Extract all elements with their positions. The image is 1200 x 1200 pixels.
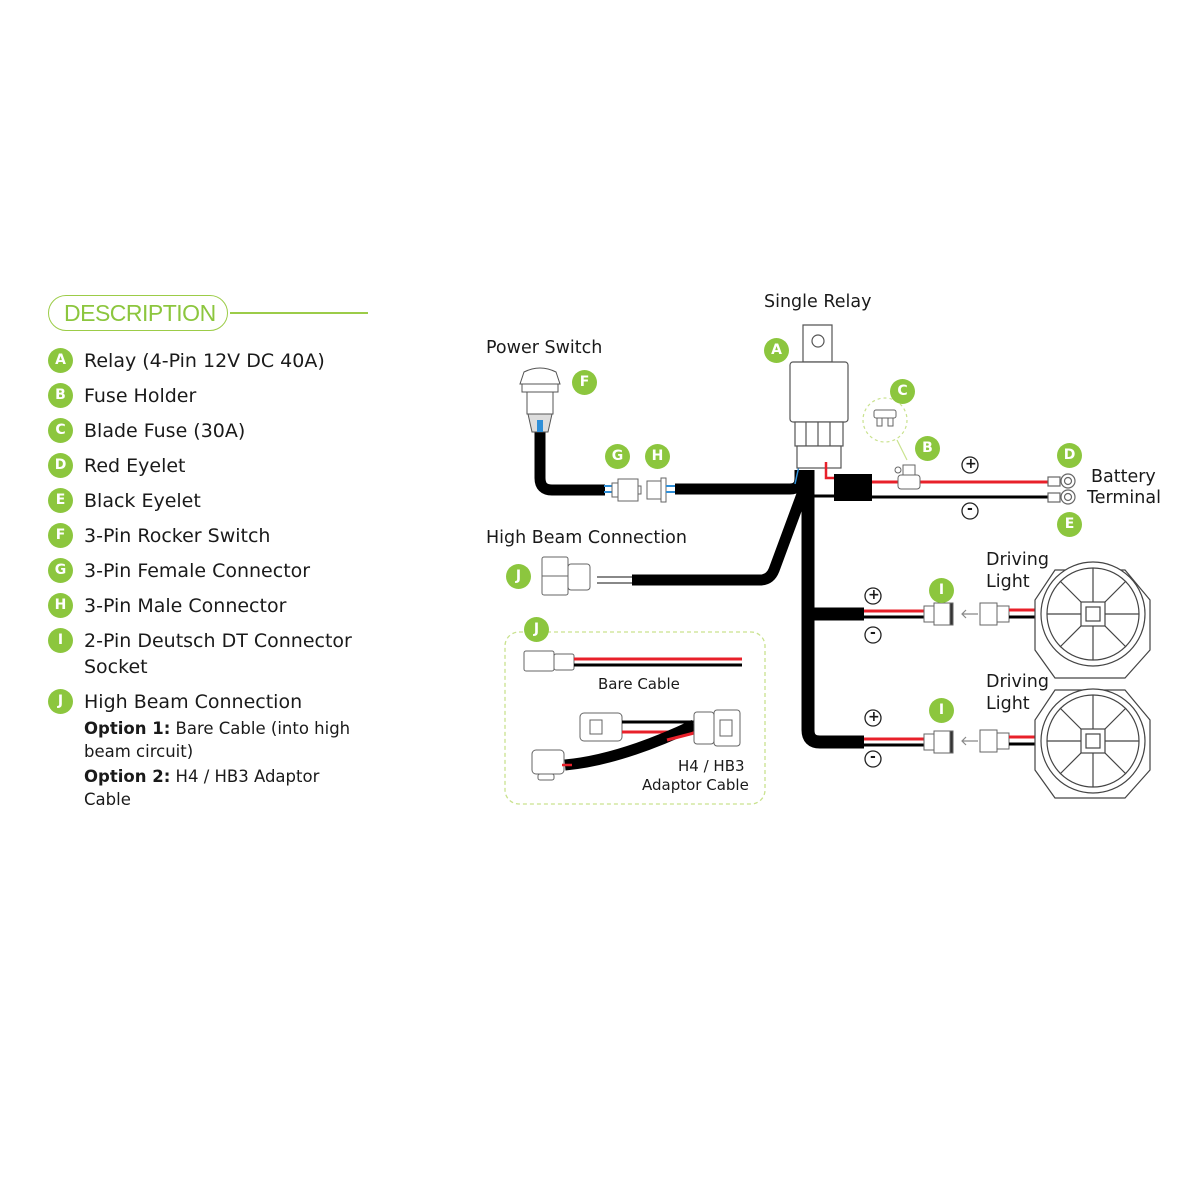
positive-symbol-light1 xyxy=(864,587,882,605)
driving-light-1-label-line2: Light xyxy=(986,572,1030,592)
badge-f: F xyxy=(48,523,73,548)
legend-label: 3-Pin Female Connector xyxy=(84,560,311,582)
legend-label: Blade Fuse (30A) xyxy=(84,420,246,442)
badge-a: A xyxy=(48,348,73,373)
legend-label-line2: Socket xyxy=(84,656,148,678)
bare-cable-label: Bare Cable xyxy=(598,675,680,693)
high-beam-connection-label: High Beam Connection xyxy=(486,528,687,548)
badge-h: H xyxy=(48,593,73,618)
diagram-badge-c: C xyxy=(890,379,915,404)
diagram-badge-i-1: I xyxy=(929,578,954,603)
adaptor-socket-icon xyxy=(579,712,623,742)
plus-text-battery: + xyxy=(965,456,977,472)
switch-cable xyxy=(534,430,605,496)
option-2-text: H4 / HB3 Adaptor xyxy=(170,767,320,786)
relay-icon xyxy=(789,324,849,469)
high-beam-branch-cable xyxy=(632,476,814,586)
legend-label: 2-Pin Deutsch DT Connector xyxy=(84,630,352,652)
adaptor-label-line1: H4 / HB3 xyxy=(678,757,745,775)
diagram-badge-f: F xyxy=(572,370,597,395)
negative-symbol-light1 xyxy=(864,626,882,644)
single-relay-label: Single Relay xyxy=(764,292,872,312)
minus-text-light2: - xyxy=(870,749,876,765)
option-2: Option 2: H4 / HB3 Adaptor xyxy=(84,765,354,788)
option-1-text: Bare Cable (into high xyxy=(170,719,351,738)
deutsch-socket-icon-1 xyxy=(923,602,954,626)
main-trunk-cable xyxy=(801,470,864,749)
legend-label: 3-Pin Male Connector xyxy=(84,595,287,617)
adaptor-h4-connector-icon xyxy=(531,749,565,781)
blade-fuse-icon xyxy=(873,409,897,427)
badge-b: B xyxy=(48,383,73,408)
diagram-badge-a: A xyxy=(764,338,789,363)
diagram-badge-h: H xyxy=(645,444,670,469)
adaptor-plug-icon xyxy=(693,709,741,747)
legend-label: Red Eyelet xyxy=(84,455,186,477)
driving-light-icon-1 xyxy=(1034,561,1151,679)
battery-junction-block xyxy=(834,474,872,501)
minus-text-light1: - xyxy=(870,625,876,641)
badge-c: C xyxy=(48,418,73,443)
deutsch-plug-icon-1 xyxy=(979,602,1010,626)
diagram-badge-d: D xyxy=(1057,443,1082,468)
relay-to-switch-cable xyxy=(675,470,806,495)
diagram-badge-e: E xyxy=(1057,512,1082,537)
driving-light-2-label-line2: Light xyxy=(986,694,1030,714)
power-switch-label: Power Switch xyxy=(486,338,603,358)
negative-symbol-light2 xyxy=(864,750,882,768)
option-1-prefix: Option 1: xyxy=(84,719,171,738)
diagram-badge-g: G xyxy=(605,444,630,469)
deutsch-plug-icon-2 xyxy=(979,729,1010,753)
negative-symbol-battery xyxy=(961,502,979,520)
driving-light-icon-2 xyxy=(1034,688,1151,799)
legend-label: Fuse Holder xyxy=(84,385,197,407)
high-beam-connector-j-icon xyxy=(541,556,591,596)
description-header-pill xyxy=(48,295,228,331)
driving-light-2-label-line1: Driving xyxy=(986,672,1049,692)
insert-arrow-icon-2 xyxy=(961,736,978,746)
bare-cable-connector-icon xyxy=(523,650,575,672)
option-2-line2: Cable xyxy=(84,790,131,809)
positive-symbol-battery xyxy=(961,456,979,474)
blade-fuse-callout xyxy=(862,397,908,443)
legend-label: Black Eyelet xyxy=(84,490,201,512)
battery-label-line2: Terminal xyxy=(1087,488,1161,508)
legend-label: 3-Pin Rocker Switch xyxy=(84,525,271,547)
female-connector-g-icon xyxy=(611,478,642,502)
badge-j: J xyxy=(48,689,73,714)
badge-e: E xyxy=(48,488,73,513)
diagram-badge-i-2: I xyxy=(929,698,954,723)
high-beam-options-box xyxy=(504,631,766,805)
minus-text-battery: - xyxy=(967,501,973,517)
diagram-badge-j: J xyxy=(506,564,531,589)
black-eyelet-icon xyxy=(1047,489,1076,505)
deutsch-socket-icon-2 xyxy=(923,730,954,754)
option-2-prefix: Option 2: xyxy=(84,767,171,786)
rocker-switch-icon xyxy=(519,367,561,433)
badge-g: G xyxy=(48,558,73,583)
red-eyelet-icon xyxy=(1047,473,1076,489)
legend-label: High Beam Connection xyxy=(84,691,303,713)
option-1-line2: beam circuit) xyxy=(84,742,194,761)
adaptor-cable-black xyxy=(564,720,697,771)
legend-label: Relay (4-Pin 12V DC 40A) xyxy=(84,350,325,372)
insert-arrow-icon-1 xyxy=(961,609,978,619)
badge-i: I xyxy=(48,628,73,653)
description-title: DESCRIPTION xyxy=(64,300,216,326)
plus-text-light1: + xyxy=(868,587,880,603)
battery-label-line1: Battery xyxy=(1091,467,1156,487)
option-1: Option 1: Bare Cable (into high xyxy=(84,717,354,740)
diagram-badge-b: B xyxy=(915,436,940,461)
description-divider xyxy=(230,312,368,314)
badge-d: D xyxy=(48,453,73,478)
driving-light-1-label-line1: Driving xyxy=(986,550,1049,570)
positive-symbol-light2 xyxy=(864,709,882,727)
plus-text-light2: + xyxy=(868,709,880,725)
fuse-holder-icon xyxy=(894,464,921,490)
male-connector-h-icon xyxy=(646,477,667,503)
diagram-badge-j-options: J xyxy=(524,617,549,642)
adaptor-label-line2: Adaptor Cable xyxy=(642,776,749,794)
